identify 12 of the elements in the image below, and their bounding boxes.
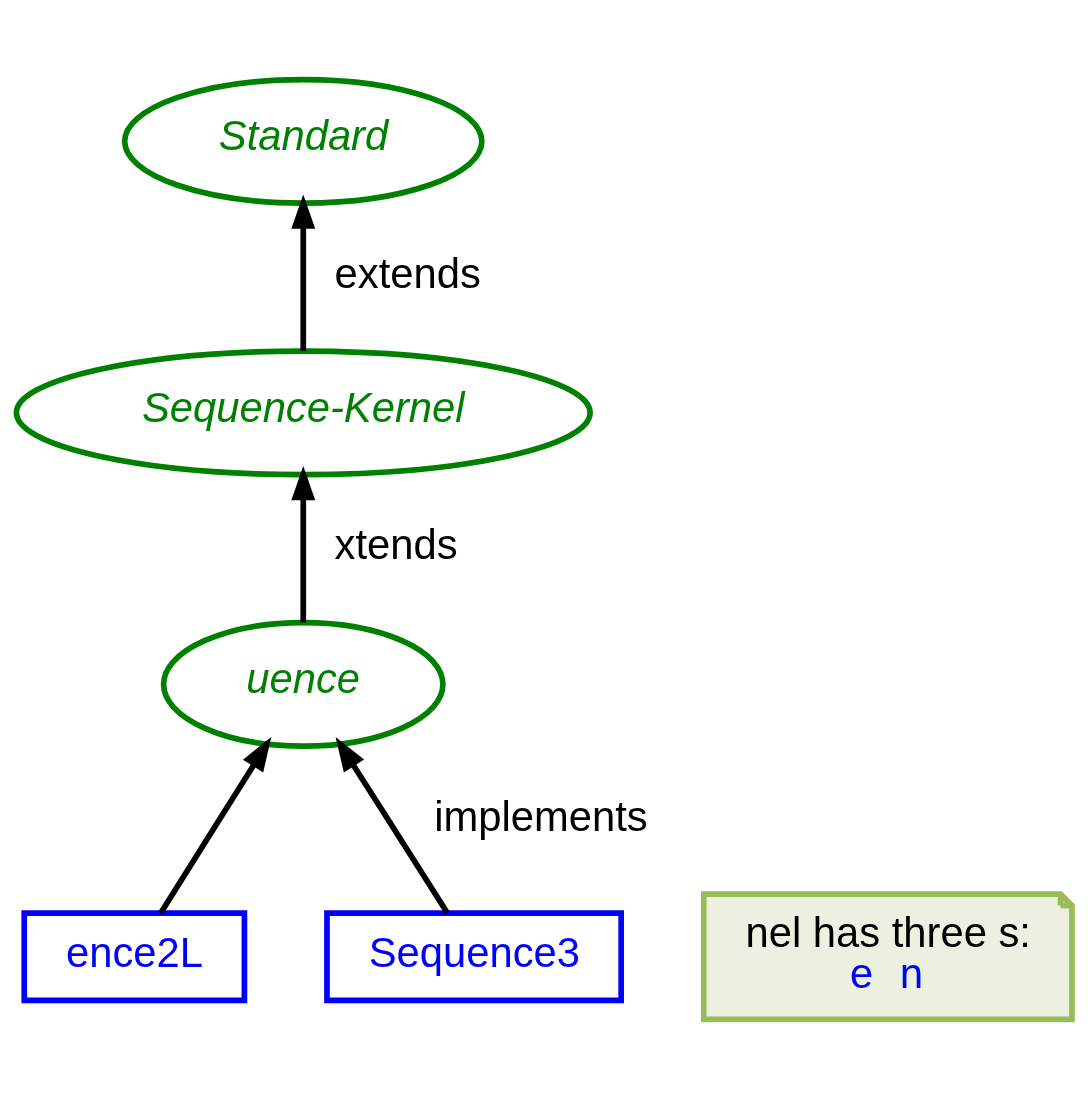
arrow (291, 194, 316, 351)
arrow (335, 736, 450, 914)
arrow (291, 465, 316, 622)
edge-label: implements (434, 792, 648, 840)
node-box: Sequence3 (324, 909, 624, 1003)
node-ellipse: Standard (121, 76, 485, 206)
edge-label: xtends (334, 520, 458, 568)
node-box: ence2L (21, 909, 248, 1003)
node-ellipse: uence (160, 619, 446, 749)
node-ellipse: Sequence-Kernel (13, 347, 593, 477)
edge-label: extends (334, 249, 481, 297)
arrow (158, 736, 272, 914)
